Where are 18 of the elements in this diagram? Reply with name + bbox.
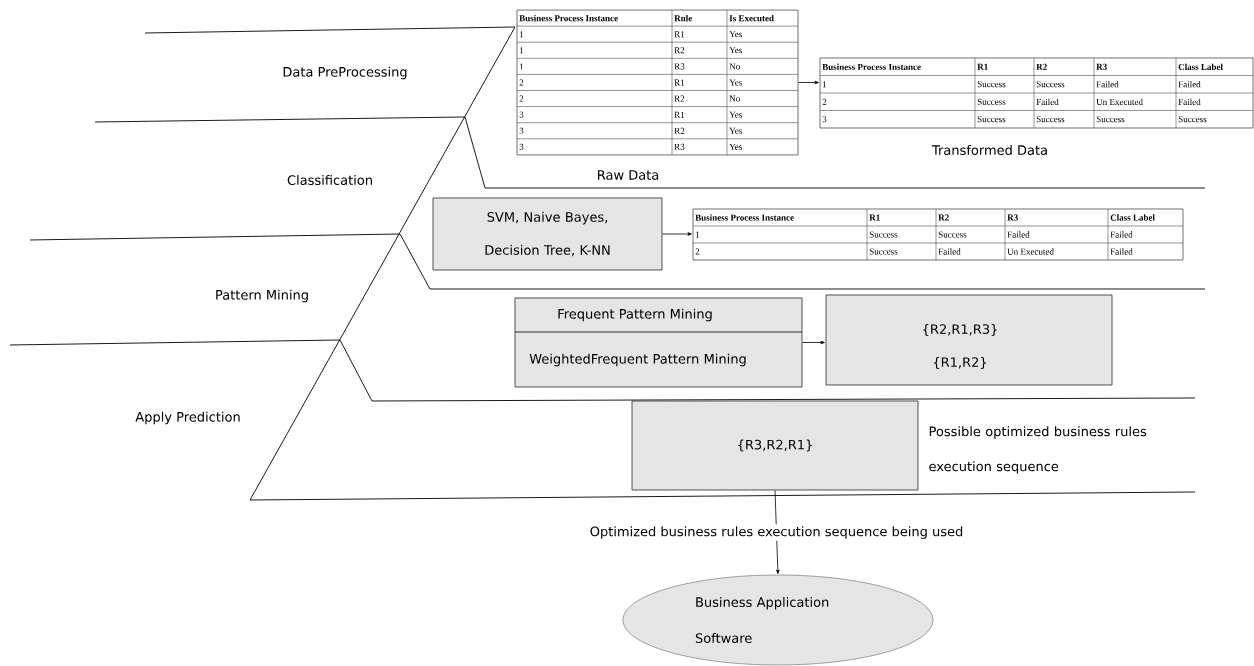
process-box: Frequent Pattern Mining WeightedFrequent Pattern Mining — [514, 297, 803, 388]
caption-text: Transformed Data — [931, 144, 1047, 156]
data-table: Business Process Instance R1 R2 R3 Class Label 1 Success Success Failed Failed 2 Success Failed Un Executed Failed 3 Success Success Success Success — [819, 57, 1254, 129]
stage-label: Pattern Mining — [216, 289, 308, 303]
arrow — [662, 232, 692, 236]
stage-label: Classification — [287, 174, 372, 186]
data-table: Business Process Instance Rule Is Executed 1 R1 Yes 1 R2 Yes 1 R3 No 2 R1 Yes 2 R2 No 3 R1 Yes 3 R2 Yes 3 R3 Yes — [516, 9, 799, 156]
arrow — [798, 80, 819, 85]
caption-text: Raw Data — [598, 170, 659, 180]
result-box: {R2,R1,R3} {R1,R2} — [825, 294, 1113, 386]
caption-text: Possible optimized business rules execution sequence — [929, 426, 1147, 474]
process-box: SVM, Naive Bayes, Decision Tree, K-NN — [432, 197, 663, 271]
stage-label: Data PreProcessing — [283, 66, 407, 80]
result-box: {R3,R2,R1} — [631, 400, 919, 491]
edge-label: Optimized business rules execution sequence being used — [587, 524, 966, 541]
stage-label: Apply Prediction — [135, 411, 240, 425]
arrow — [802, 340, 825, 345]
data-table: Business Process Instance R1 R2 R3 Class Label 1 Success Success Failed Failed 2 Success Failed Un Executed Failed — [692, 208, 1184, 261]
